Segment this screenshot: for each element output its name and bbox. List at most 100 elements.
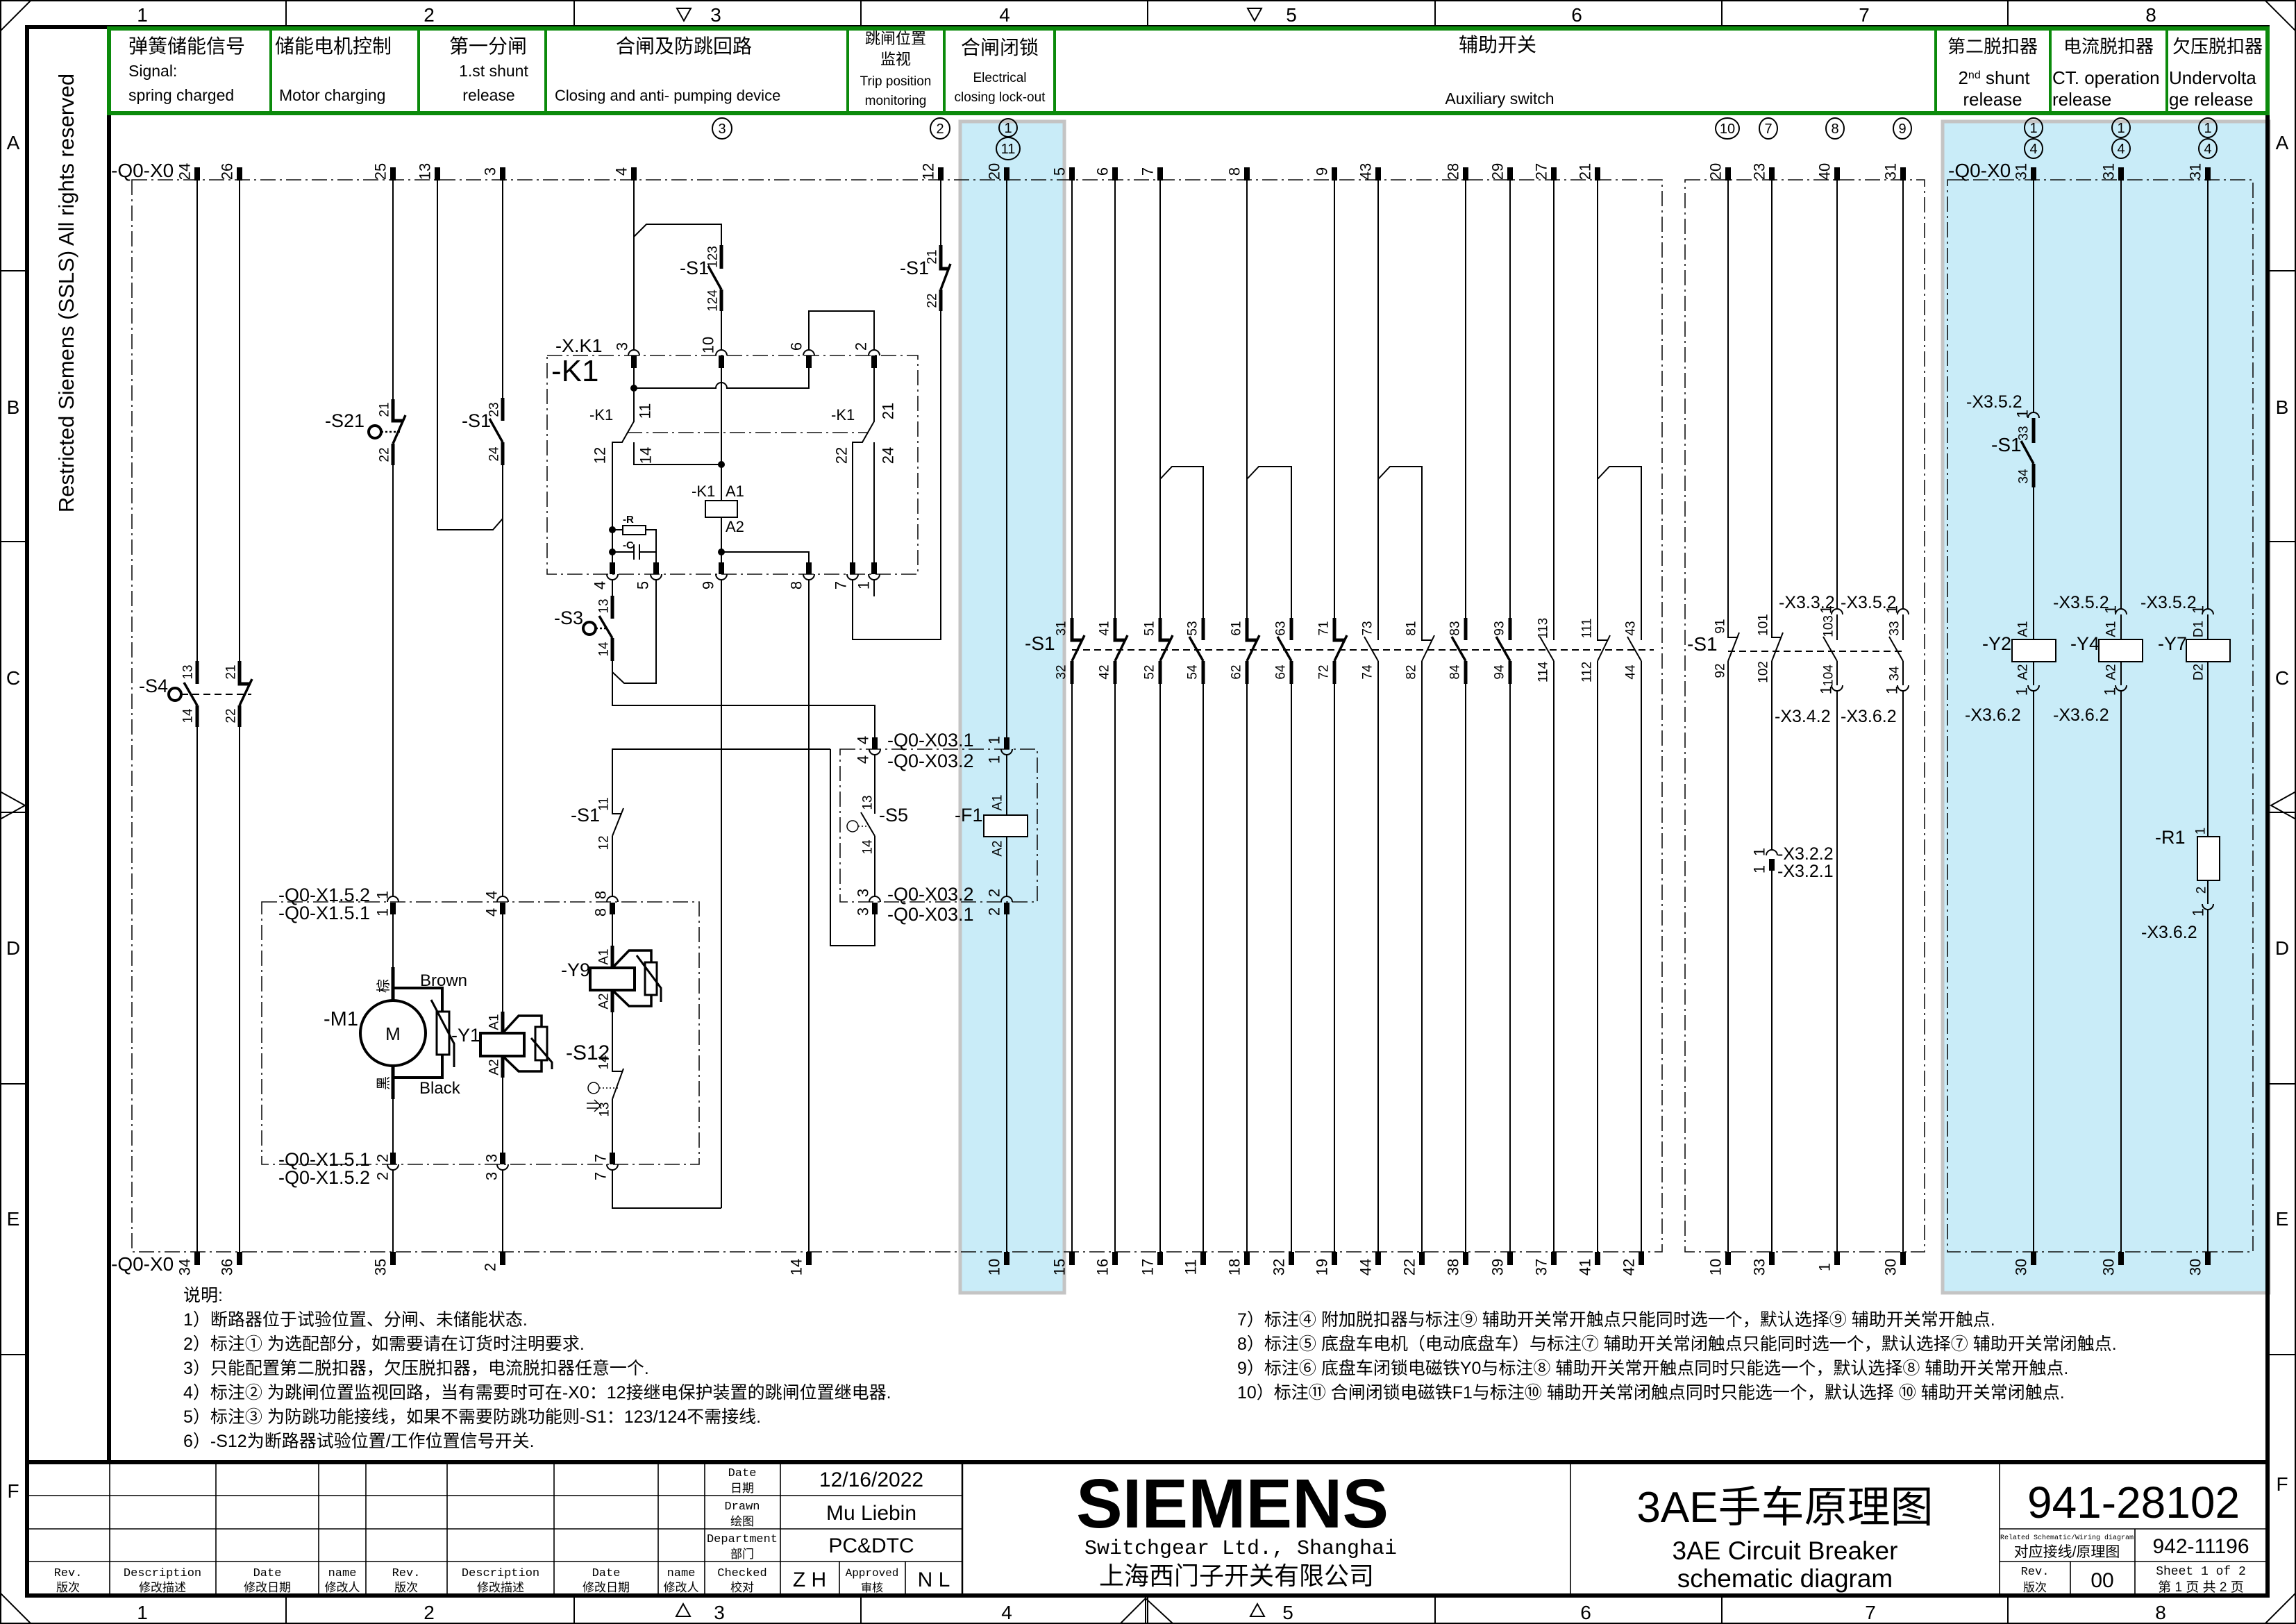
option-circle [2111,117,2131,138]
top-terminal: 29 [1489,163,1507,180]
x03-pin: 1 [986,736,1003,744]
option-circle [712,117,732,140]
header-shunt1-en2: release [462,86,514,104]
wiring [181,167,2214,1265]
pin-label: 21 [378,402,392,417]
aux-pin: 113 [1536,618,1551,639]
top-terminal: 43 [1357,163,1375,180]
device-label-y7: -Y7 [2158,633,2187,654]
approved-label-zh: 审核 [861,1582,883,1594]
aux-pin: 111 [1580,619,1595,639]
related-label-zh: 对应接线/原理图 [2014,1544,2120,1560]
bottom-terminal: 15 [1051,1259,1069,1275]
header-uv-en1: Undervolta [2169,67,2256,88]
header-trip-monitor-en2: monitoring [865,94,927,108]
header-shunt2-en1: 2nd shunt [1958,67,2030,88]
option-circle [1715,117,1740,140]
option-circle [2024,117,2043,138]
aux-pin: 54 [1186,664,1200,680]
plug-pin: 1 [1751,848,1768,856]
strip-label-top: -Q0-X0 [111,160,174,181]
device-label-m1: -M1 [324,1008,358,1030]
option-marker: 1 [1004,121,1012,136]
bottom-terminal: 34 [176,1259,194,1275]
aux-pin: 72 [1317,664,1332,679]
pin-label: D2 [2192,664,2206,680]
related-number: 942-11196 [2152,1535,2249,1558]
k1-plug-pin: 9 [700,581,717,589]
k1-resistor [622,525,646,535]
aux-pin: 31 [1055,621,1069,635]
device-label-k1: -K1 [551,354,598,388]
aux-right-pin: 33 [1888,621,1902,635]
m1-motor-icon [359,999,427,1067]
top-terminal: 4 [613,167,630,176]
x03-pin: 4 [855,736,872,744]
aux-pin: 83 [1448,621,1463,635]
pin-labels: 13 14 21 22 21 22 23 24 123 124 21 22 13… [181,246,2209,1180]
aux-pin: 52 [1143,664,1157,679]
pin-label: 21 [925,249,940,264]
header-shunt2-num: 2 [1958,67,1968,88]
s12-arrow-icon [587,1099,602,1112]
x03-pin: 4 [855,755,872,764]
option-marker: 2 [936,122,944,137]
strip-x3-2-2: -X3.2.2 [1777,844,1834,864]
strip-x03-1-top: -Q0-X03.1 [887,730,974,751]
pin-label: 22 [224,708,239,723]
aux-pin: 41 [1098,621,1112,635]
top-terminal: 3 [482,167,499,176]
pin-label: 124 [706,290,721,312]
y1-coil [479,1032,526,1057]
y1-varistor-slash [530,1037,553,1069]
pin-label: 1 [2194,828,2209,835]
k1-capacitor [633,544,640,560]
x15-plug-enclosure [261,901,700,1165]
bottom-terminal: 30 [2187,1259,2204,1275]
x15-pin: 2 [374,1172,392,1180]
column-marker: 3 [710,4,721,26]
strip-x3-6-2-y4: -X3.6.2 [2053,705,2109,725]
pin-label: 14 [597,1055,612,1070]
aux-pin: 71 [1317,621,1332,635]
plug-pin: 1 [1818,605,1835,614]
aux-pin: 43 [1624,621,1639,635]
device-label-s5: -S5 [879,805,908,826]
pin-label: 34 [2017,469,2031,484]
option-circle [996,137,1021,160]
option-circle [2198,117,2218,138]
drawn-value: Mu Liebin [826,1502,916,1525]
x03-pin: 3 [855,889,872,897]
k1-plug-pin: 7 [832,581,850,589]
device-label-k1-coil: -K1 [692,483,715,500]
aux-pin: 94 [1493,664,1507,680]
strip-label-release: -Q0-X0 [1948,160,2011,181]
strip-x3-5-2-y4: -X3.5.2 [2053,593,2109,612]
aux-right-pin: 103 [1822,615,1836,637]
x03-pin: 3 [855,907,872,916]
actuator-links-thin [599,826,868,1089]
m1-varistor-slash [430,999,455,1067]
top-terminal: 27 [1533,163,1550,180]
row-marker: C [2275,667,2289,689]
rev-col-header: Description [462,1567,539,1580]
aux-right-pin: 102 [1757,661,1771,683]
pin-label: 23 [487,402,502,417]
device-label-xk1: -X.K1 [555,335,603,356]
x15-pin: 1 [374,908,392,916]
x15-pin: 4 [483,891,501,899]
plug-pin: 1 [2102,687,2119,696]
k1-pin: 12 [592,447,609,464]
lead-brown-zh: 棕 [376,979,392,993]
x15-pin: 3 [483,1154,501,1162]
column-marker: 5 [1286,4,1297,26]
lead-black-zh: 黑 [376,1076,392,1090]
junction-dot [609,549,616,555]
bottom-terminal: 2 [482,1263,499,1271]
wires-aux-right [1727,181,1904,1252]
note-item: 5）标注③ 为防跳功能接线，如果不需要防跳功能则-S1：123/124不需接线. [183,1407,761,1427]
header-motor-zh: 储能电机控制 [275,35,392,57]
wires-left [196,181,503,1252]
